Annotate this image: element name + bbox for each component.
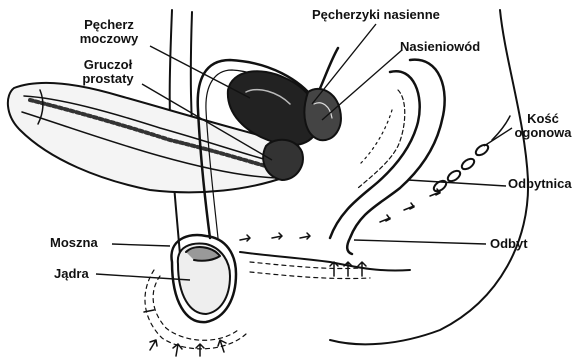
- label-odbytnica: Odbytnica: [508, 177, 572, 191]
- leader-odbytnica: [408, 180, 506, 186]
- scrotum: [145, 235, 246, 349]
- label-nasieniowod: Nasieniowód: [400, 40, 480, 54]
- leader-odbyt: [354, 240, 486, 244]
- buttock-contour: [330, 10, 528, 344]
- label-kosc-ogonowa: Kość ogonowa: [512, 112, 574, 140]
- label-jadra: Jądra: [54, 267, 89, 281]
- prostate-gland: [263, 140, 303, 180]
- leader-pecherzyki: [312, 24, 376, 104]
- label-pecherzyki-nasienne: Pęcherzyki nasienne: [312, 8, 440, 22]
- rectum: [330, 60, 445, 254]
- label-gruczol-prostaty: Gruczoł prostaty: [68, 58, 148, 86]
- label-pecherz-moczowy: Pęcherz moczowy: [66, 18, 152, 46]
- leader-kosc: [484, 128, 512, 146]
- seminal-vesicles: [304, 89, 340, 140]
- label-moszna: Moszna: [50, 236, 98, 250]
- leader-moszna: [112, 244, 170, 246]
- label-odbyt: Odbyt: [490, 237, 528, 251]
- leader-jadra: [96, 274, 190, 280]
- leader-nasieniowod: [322, 50, 402, 120]
- leader-pecherz: [150, 46, 250, 98]
